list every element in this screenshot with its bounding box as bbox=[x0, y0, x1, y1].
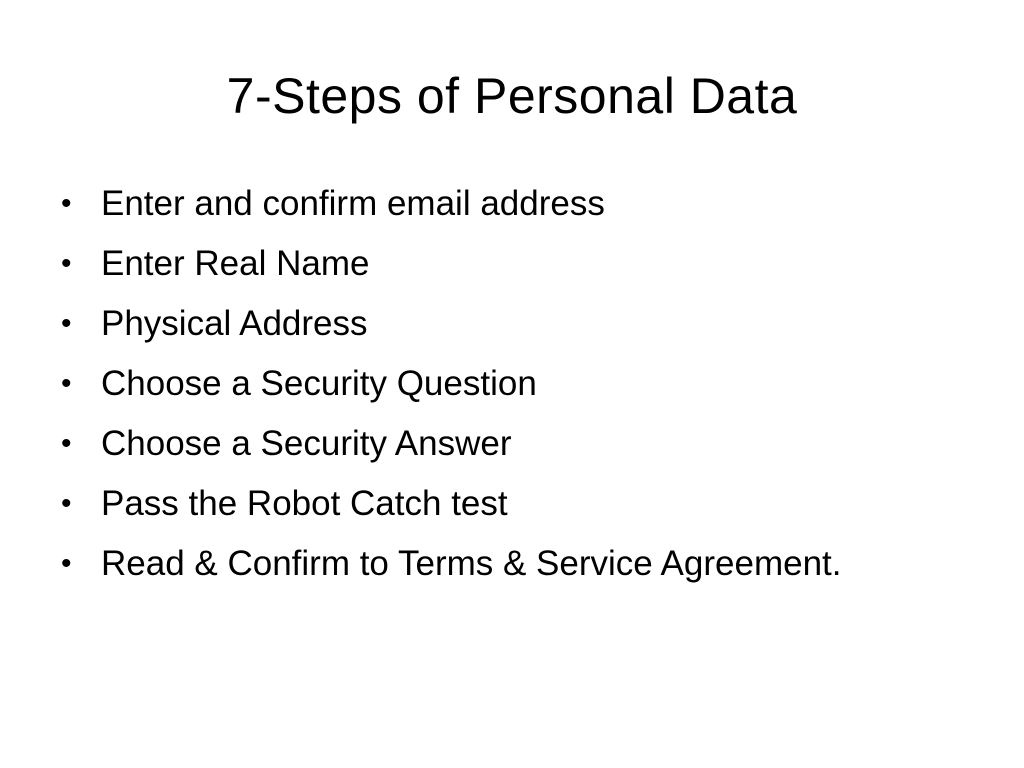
list-item: • Physical Address bbox=[60, 300, 860, 348]
bullet-icon: • bbox=[61, 547, 72, 580]
list-item: • Choose a Security Answer bbox=[60, 420, 860, 468]
bullet-text: Enter Real Name bbox=[101, 244, 370, 283]
bullet-text: Physical Address bbox=[101, 304, 368, 343]
bullet-icon: • bbox=[61, 427, 72, 460]
list-item: • Read & Confirm to Terms & Service Agre… bbox=[60, 540, 860, 588]
bullet-icon: • bbox=[61, 487, 72, 520]
list-item: • Pass the Robot Catch test bbox=[60, 480, 860, 528]
bullet-list: • Enter and confirm email address • Ente… bbox=[60, 180, 860, 600]
bullet-text: Read & Confirm to Terms & Service Agreem… bbox=[101, 544, 842, 583]
bullet-text: Choose a Security Question bbox=[101, 364, 537, 403]
bullet-text: Pass the Robot Catch test bbox=[101, 484, 508, 523]
bullet-text: Enter and confirm email address bbox=[101, 184, 605, 223]
list-item: • Choose a Security Question bbox=[60, 360, 860, 408]
bullet-icon: • bbox=[61, 367, 72, 400]
bullet-icon: • bbox=[61, 307, 72, 340]
slide-title: 7-Steps of Personal Data bbox=[226, 68, 798, 124]
bullet-icon: • bbox=[61, 187, 72, 220]
bullet-text: Choose a Security Answer bbox=[101, 424, 512, 463]
list-item: • Enter and confirm email address bbox=[60, 180, 860, 228]
list-item: • Enter Real Name bbox=[60, 240, 860, 288]
bullet-icon: • bbox=[61, 247, 72, 280]
